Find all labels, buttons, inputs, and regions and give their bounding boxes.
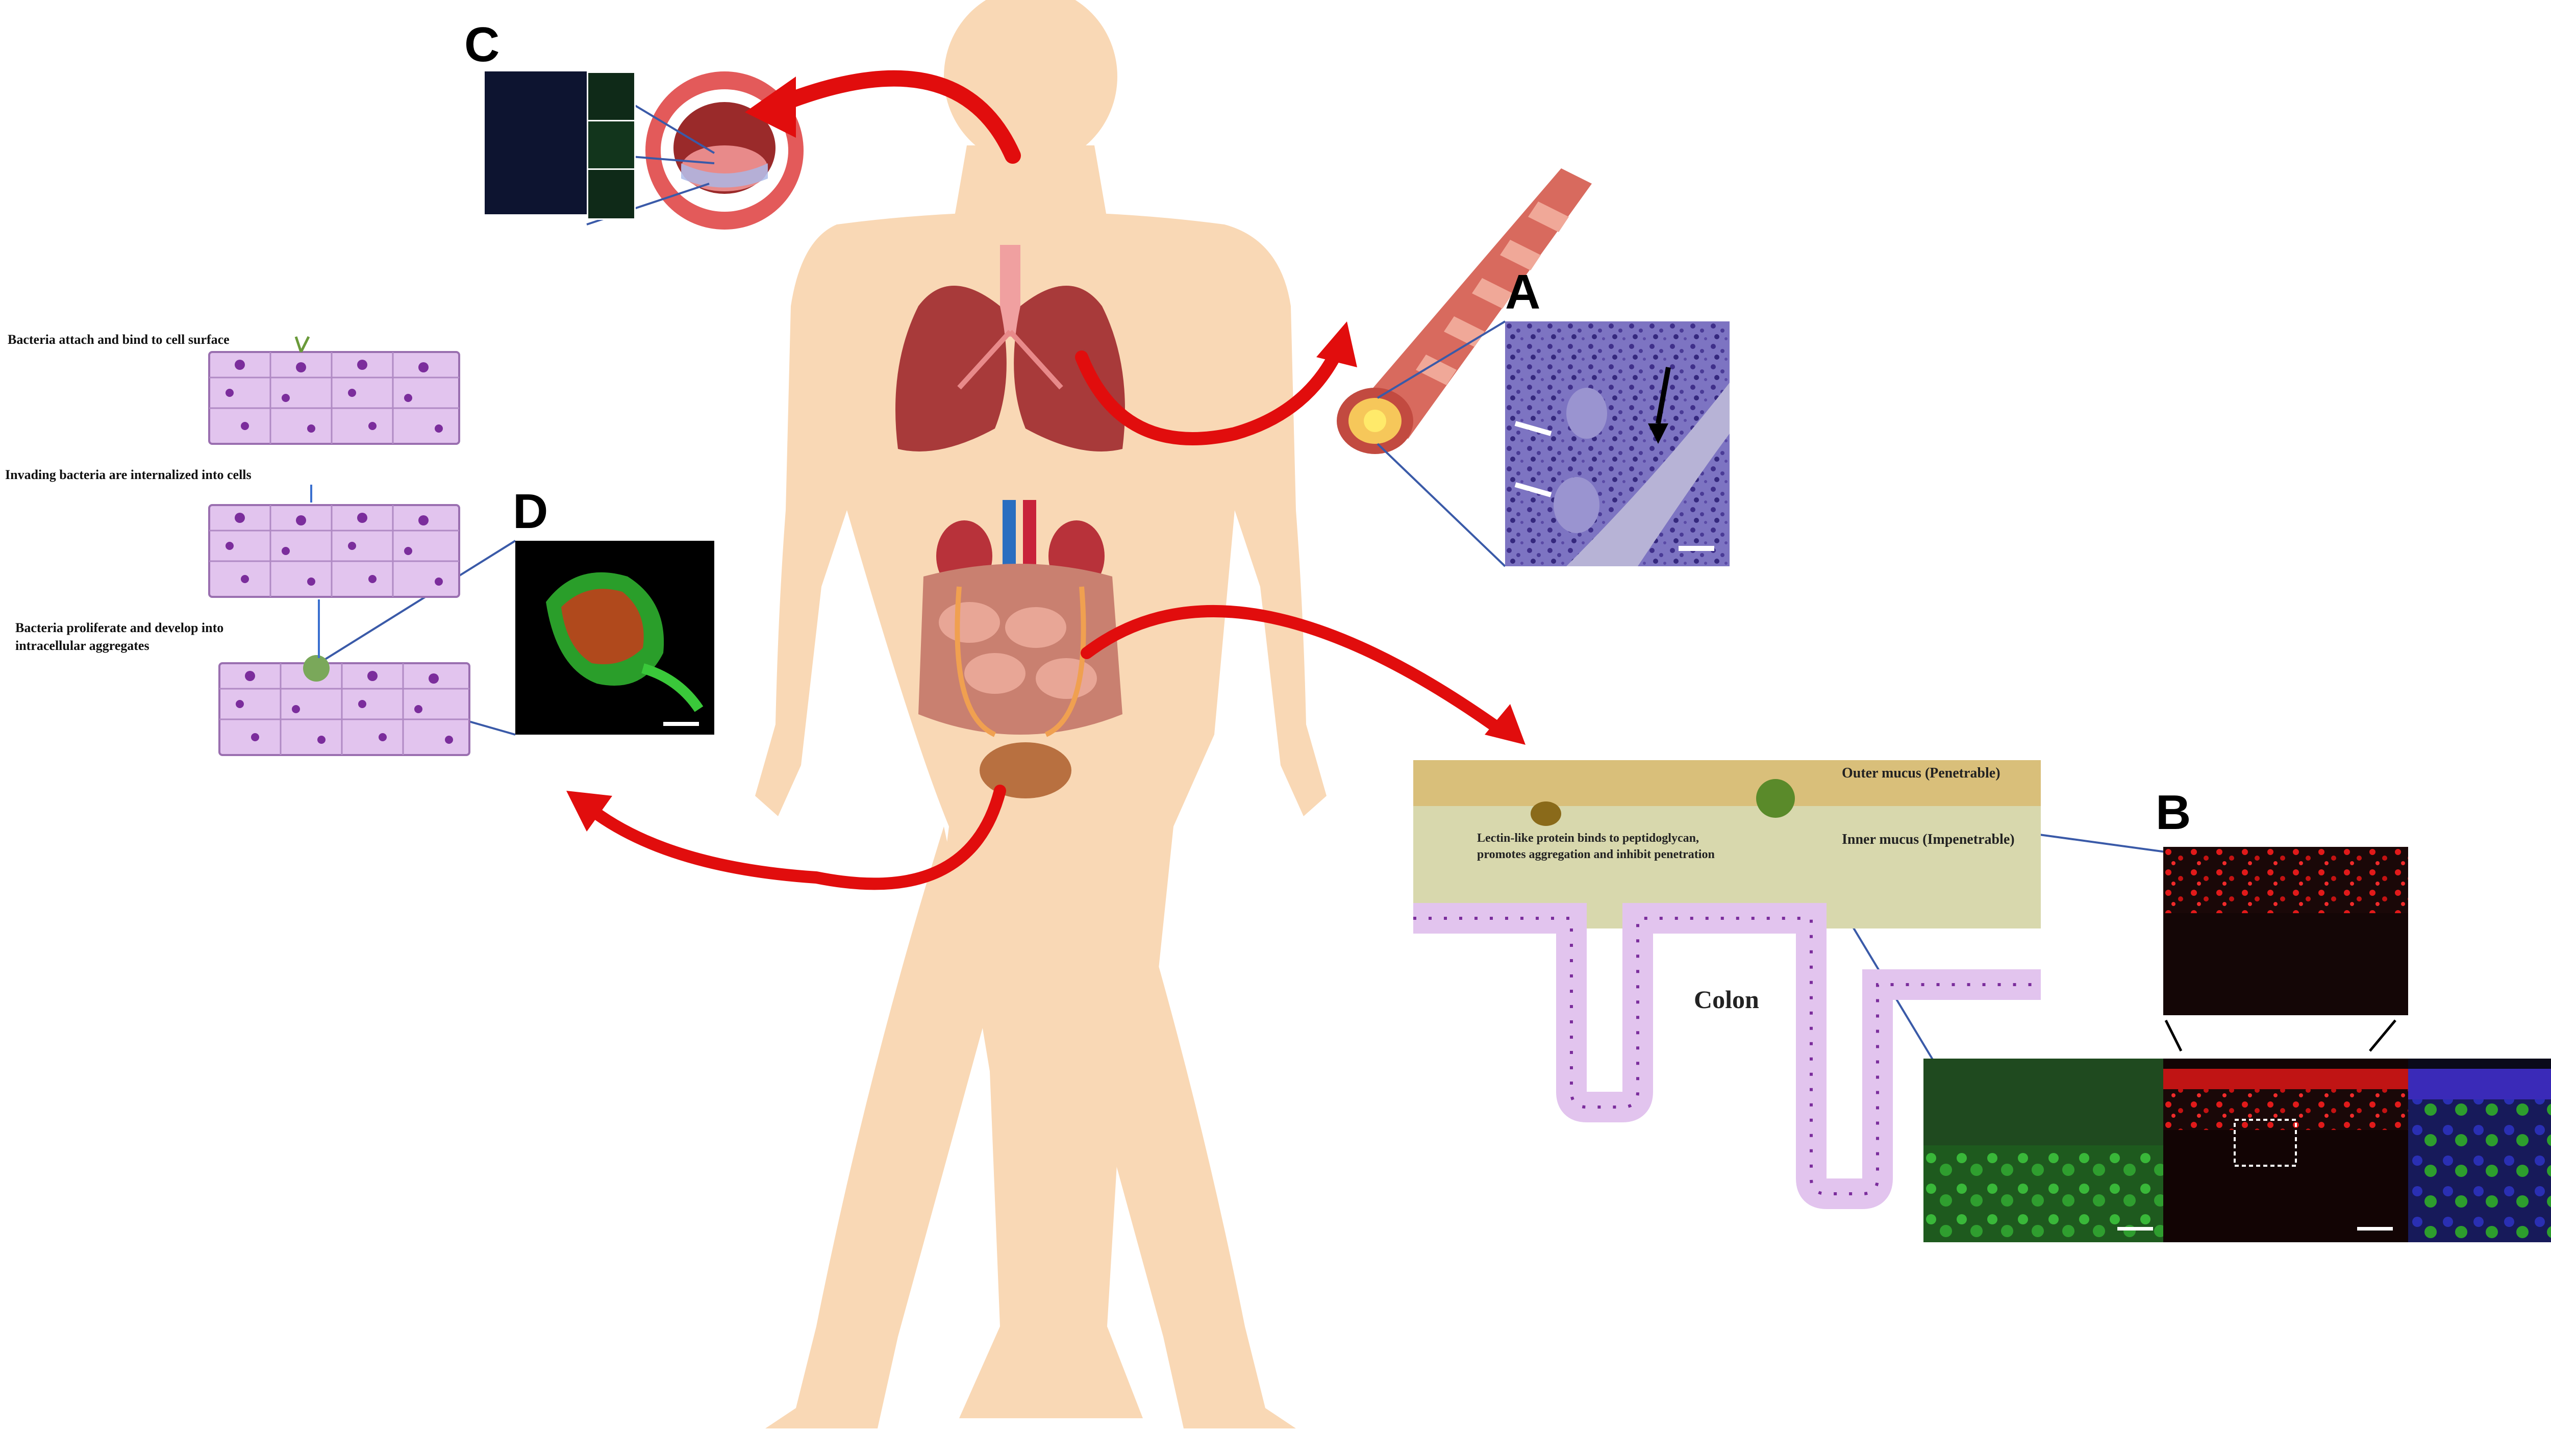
- panel-b-red: [2163, 1059, 2408, 1242]
- step-proliferate-text-2: intracellular aggregates: [15, 638, 149, 653]
- lungs-illustration: [895, 245, 1125, 451]
- panel-b-red-zoom: [2163, 847, 2408, 1015]
- outer-mucus-label: Outer mucus (Penetrable): [1842, 765, 2000, 781]
- cell-layer-2: [208, 504, 460, 598]
- step-attach-text: Bacteria attach and bind to cell surface: [8, 332, 230, 347]
- panel-label-b: B: [2156, 785, 2191, 840]
- panel-b-green: [1923, 1059, 2163, 1242]
- colon-schematic: [1413, 760, 2041, 1209]
- panel-c-inset-mid: [587, 120, 636, 171]
- b-connector: [2164, 1019, 2396, 1052]
- airway-illustration: [1337, 168, 1592, 454]
- human-body: [755, 0, 1327, 1428]
- arrowheads: [566, 77, 1525, 832]
- colon-title: Colon: [1694, 985, 1759, 1014]
- panel-label-d: D: [513, 484, 548, 539]
- step-proliferate-text-1: Bacteria proliferate and develop into: [15, 620, 224, 635]
- panel-b-merge: [2408, 1059, 2551, 1242]
- lectin-text-2: promotes aggregation and inhibit penetra…: [1477, 848, 1715, 861]
- cell-layer-3: [218, 655, 470, 756]
- panel-c-micrograph: [485, 71, 587, 214]
- panel-a-histology: [1505, 321, 1730, 566]
- lectin-text-1: Lectin-like protein binds to peptidoglyc…: [1477, 832, 1699, 845]
- panel-label-a: A: [1505, 265, 1541, 319]
- step-arrows: [310, 485, 320, 658]
- intestines-illustration: [918, 564, 1122, 798]
- panel-c-inset-top: [587, 71, 636, 123]
- inner-mucus-label: Inner mucus (Impenetrable): [1842, 832, 2015, 847]
- connector-arrows: [581, 70, 1506, 890]
- panel-c-inset-bottom: [587, 168, 636, 220]
- mouth-illustration: [645, 71, 804, 230]
- panel-label-c: C: [464, 17, 500, 72]
- cell-layer-1: [208, 336, 460, 445]
- step-internalize-text: Invading bacteria are internalized into …: [5, 467, 252, 482]
- panel-d-micrograph: [515, 541, 714, 735]
